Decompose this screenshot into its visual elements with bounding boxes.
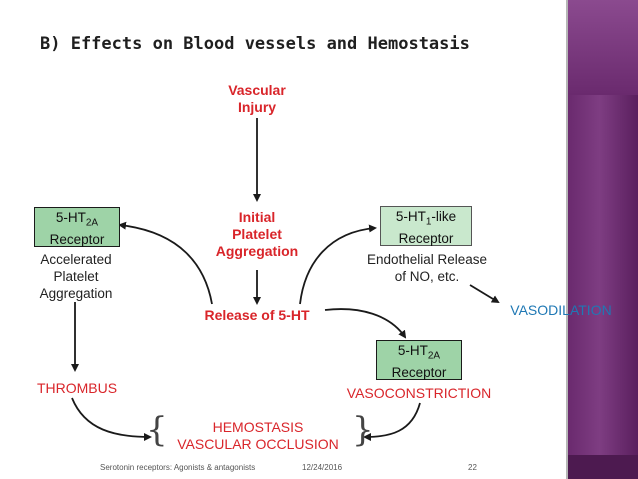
node-accelerated-line3: Aggregation	[39, 286, 113, 301]
node-receptor-1-line2: Receptor	[398, 230, 454, 246]
node-vasoconstriction: VASOCONSTRICTION	[346, 385, 492, 401]
node-receptor-2a-left-line2: Receptor	[49, 231, 105, 247]
node-receptor-1-line1: 5-HT1-like	[381, 209, 471, 231]
arrow-thrombus-to-hemostasis	[71, 397, 152, 441]
diagram-arrows	[71, 118, 500, 441]
node-thrombus: THROMBUS	[36, 380, 118, 396]
node-vascular-injury-line2: Injury	[237, 99, 277, 115]
node-receptor-2a-right-line1: 5-HT2A	[377, 343, 461, 365]
node-release-5ht: Release of 5-HT	[204, 307, 310, 323]
node-receptor-2a-left: 5-HT2A Receptor	[34, 207, 120, 247]
node-receptor-1-prefix: 5-HT	[395, 209, 426, 224]
node-receptor-2a-left-line1: 5-HT2A	[35, 210, 119, 232]
node-receptor-1-like: 5-HT1-like Receptor	[380, 206, 472, 246]
slide-title: B) Effects on Blood vessels and Hemostas…	[40, 34, 470, 54]
node-initial-aggregation-line2: Platelet	[232, 226, 282, 242]
brace-right-icon: }	[352, 410, 374, 450]
node-receptor-2a-right-sub: 2A	[427, 350, 441, 362]
arrow-vasoconstriction-to-hemostasis	[363, 402, 421, 441]
node-receptor-2a-left-sub: 2A	[85, 217, 99, 229]
brace-left-icon: {	[146, 410, 168, 450]
node-vasodilation: VASODILATION	[510, 302, 612, 318]
node-hemostasis-line2: VASCULAR OCCLUSION	[177, 436, 339, 452]
node-initial-aggregation: Initial Platelet Aggregation	[200, 209, 314, 260]
node-endothelial-line2: of NO, etc.	[394, 269, 460, 284]
node-receptor-2a-right-prefix: 5-HT	[397, 343, 428, 358]
footer-topic: Serotonin receptors: Agonists & antagoni…	[100, 463, 256, 472]
node-accelerated-line2: Platelet	[53, 269, 99, 284]
footer-date: 12/24/2016	[302, 463, 343, 472]
node-vascular-injury-line1: Vascular	[228, 82, 286, 98]
node-receptor-2a-left-prefix: 5-HT	[55, 210, 86, 225]
arrow-release-to-receptor-2a-left	[118, 221, 213, 305]
sidebar-bottom-decoration	[568, 455, 638, 479]
node-vascular-injury: Vascular Injury	[215, 82, 299, 116]
divider-line	[566, 0, 568, 479]
node-accelerated-line1: Accelerated	[40, 252, 112, 267]
node-initial-aggregation-line3: Aggregation	[215, 243, 299, 259]
arrow-release-to-receptor-1	[299, 224, 377, 305]
node-accelerated-aggregation: Accelerated Platelet Aggregation	[20, 251, 132, 302]
footer-page-number: 22	[468, 463, 477, 472]
node-receptor-1-sub: 1	[425, 216, 432, 228]
node-receptor-2a-right-line2: Receptor	[391, 364, 447, 380]
sidebar-top-decoration	[568, 0, 638, 95]
node-initial-aggregation-line1: Initial	[238, 209, 276, 225]
node-receptor-2a-right: 5-HT2A Receptor	[376, 340, 462, 380]
node-receptor-1-suffix: -like	[431, 209, 457, 224]
node-hemostasis: HEMOSTASIS VASCULAR OCCLUSION	[160, 419, 356, 453]
arrow-release-to-receptor-2a-right	[324, 308, 407, 339]
node-hemostasis-line1: HEMOSTASIS	[212, 419, 304, 435]
node-endothelial-line1: Endothelial Release	[366, 252, 488, 267]
arrow-endothelial-to-vasodilation	[469, 284, 500, 304]
node-endothelial-release: Endothelial Release of NO, etc.	[352, 251, 502, 285]
